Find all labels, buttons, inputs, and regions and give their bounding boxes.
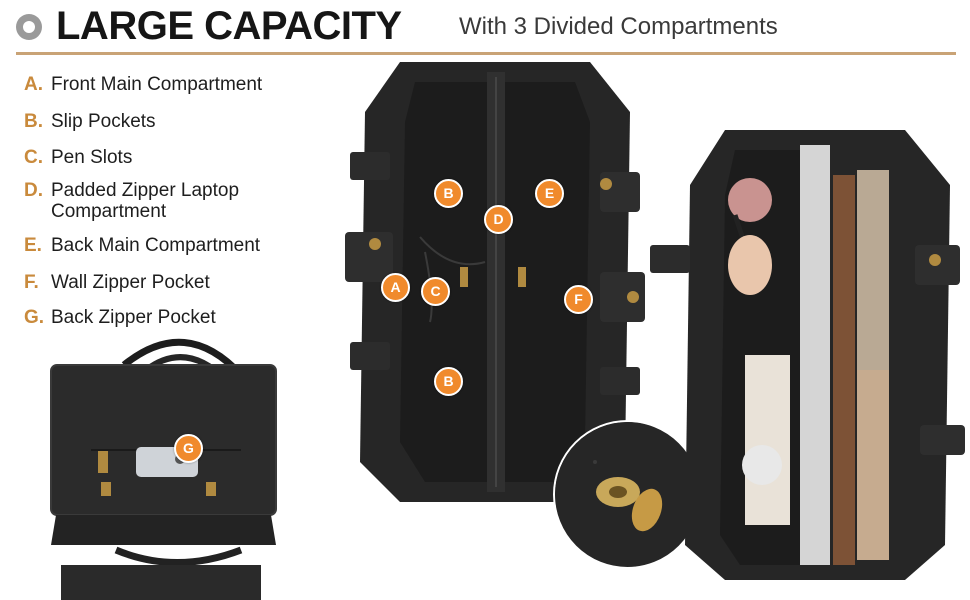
magnetic-snap-closeup-photo xyxy=(553,420,702,569)
open-bag-interior-photo xyxy=(345,62,645,502)
marker-d-badge: D xyxy=(484,205,513,234)
page-title: LARGE CAPACITY xyxy=(56,4,402,48)
feature-text: Padded Zipper Laptop Compartment xyxy=(51,180,240,222)
feature-text: Pen Slots xyxy=(51,147,133,168)
circle-bullet-icon xyxy=(16,14,42,40)
feature-letter: F. xyxy=(24,272,39,293)
feature-letter: E. xyxy=(24,235,42,256)
marker-f-badge: F xyxy=(564,285,593,314)
feature-letter: C. xyxy=(24,147,43,168)
closed-bag-photo xyxy=(36,335,286,600)
feature-item-c: C. Pen Slots xyxy=(24,147,132,168)
feature-letter: A. xyxy=(24,74,43,95)
feature-text: Slip Pockets xyxy=(51,111,156,132)
header: LARGE CAPACITY With 3 Divided Compartmen… xyxy=(0,0,970,55)
marker-b-lower-badge: B xyxy=(434,367,463,396)
feature-letter: G. xyxy=(24,307,45,328)
feature-text: Front Main Compartment xyxy=(51,74,263,95)
marker-b-badge: B xyxy=(434,179,463,208)
feature-text: Back Main Compartment xyxy=(51,235,261,256)
feature-item-f: F. Wall Zipper Pocket xyxy=(24,272,210,293)
marker-e-badge: E xyxy=(535,179,564,208)
feature-item-g: G. Back Zipper Pocket xyxy=(24,307,216,328)
marker-c-badge: C xyxy=(421,277,450,306)
marker-a-badge: A xyxy=(381,273,410,302)
feature-text: Back Zipper Pocket xyxy=(51,307,216,328)
feature-text: Wall Zipper Pocket xyxy=(51,272,210,293)
header-divider xyxy=(16,52,956,55)
feature-item-e: E. Back Main Compartment xyxy=(24,235,260,256)
marker-g-badge: G xyxy=(174,434,203,463)
page-subtitle: With 3 Divided Compartments xyxy=(459,13,778,40)
feature-letter: B. xyxy=(24,111,43,132)
open-bag-filled-photo xyxy=(650,125,970,580)
feature-item-d: D. Padded Zipper Laptop Compartment xyxy=(24,180,291,222)
feature-item-a: A. Front Main Compartment xyxy=(24,74,262,95)
feature-letter: D. xyxy=(24,180,43,201)
feature-item-b: B. Slip Pockets xyxy=(24,111,156,132)
